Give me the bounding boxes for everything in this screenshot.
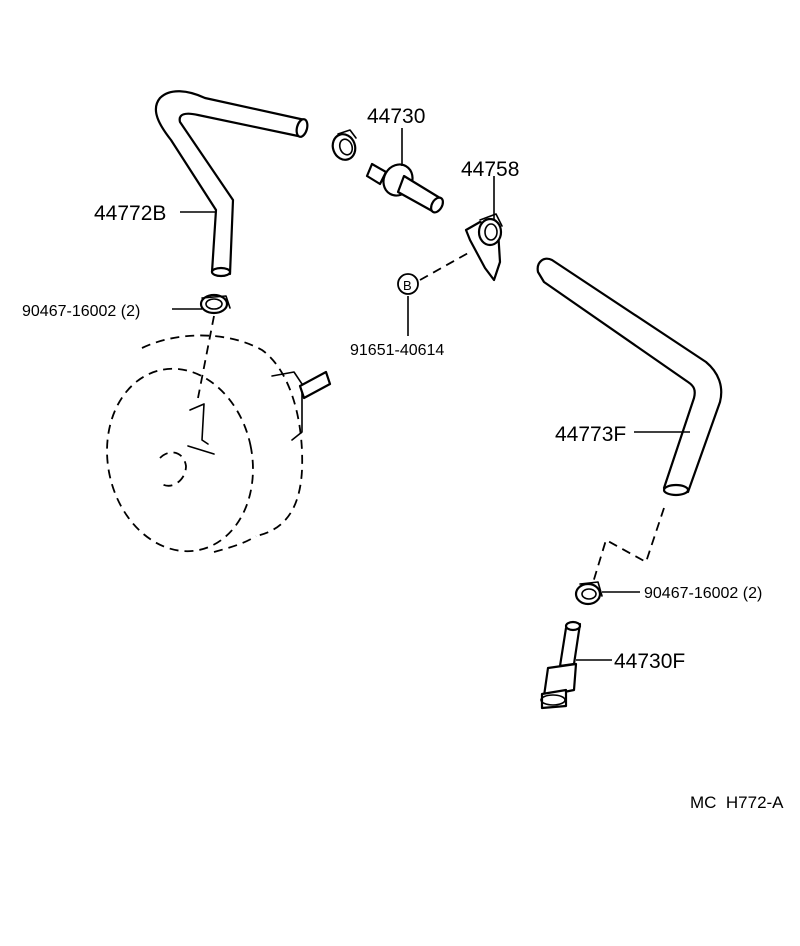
label-44730: 44730 <box>367 105 425 128</box>
clamp-top <box>331 129 357 161</box>
clamp-left <box>199 293 231 315</box>
hose-44772b <box>154 90 309 278</box>
diagram-code: MC H772-A <box>690 793 784 812</box>
hose-44773f <box>536 257 723 497</box>
label-clamp-left: 90467-16002 (2) <box>22 303 140 320</box>
valve-44730f <box>540 620 582 710</box>
label-clamp-right: 90467-16002 (2) <box>644 585 762 602</box>
clamp-right <box>574 581 603 606</box>
label-44773f: 44773F <box>555 423 626 446</box>
label-marker-b: B <box>403 278 412 293</box>
label-44772b: 44772B <box>94 202 166 225</box>
bracket-44758 <box>464 213 503 282</box>
brake-booster <box>106 334 332 553</box>
check-valve-44730 <box>365 162 444 214</box>
label-44758: 44758 <box>461 158 519 181</box>
label-44730f: 44730F <box>614 650 685 673</box>
label-91651: 91651-40614 <box>350 342 444 359</box>
marker-b-circle <box>397 273 419 295</box>
